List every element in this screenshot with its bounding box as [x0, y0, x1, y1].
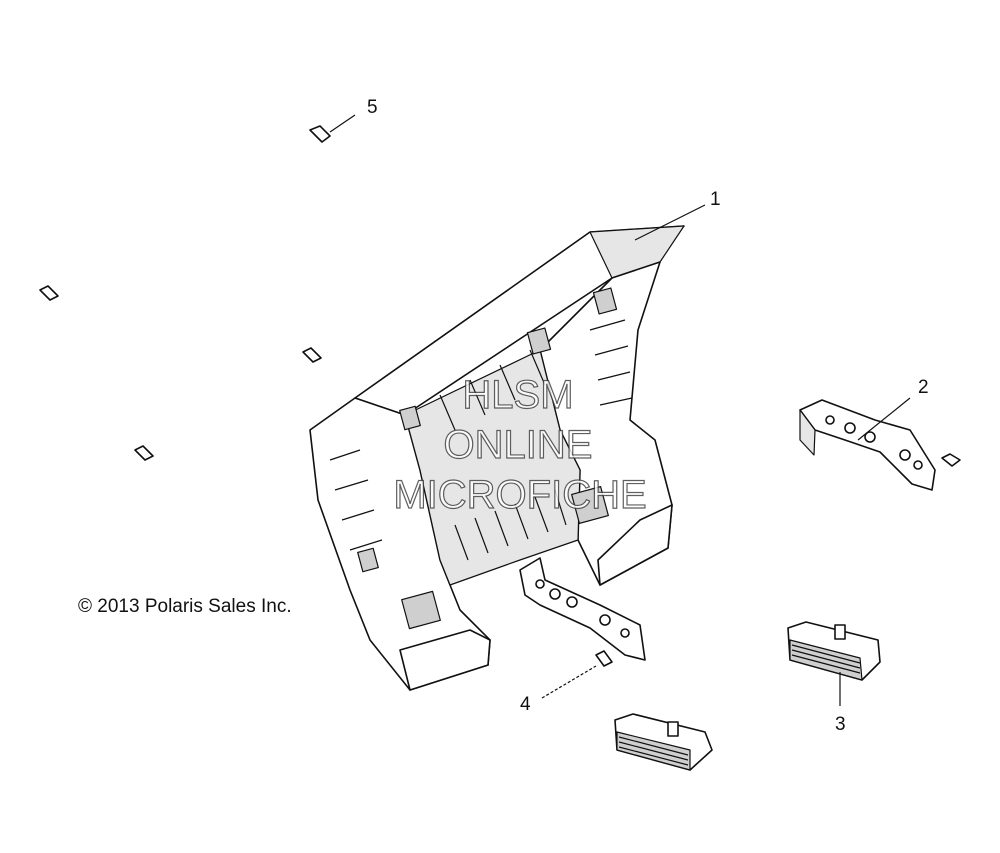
callout-5: 5: [367, 97, 378, 118]
leader-4: [541, 665, 597, 699]
watermark-line-1: HLSM: [462, 373, 573, 417]
leader-2: [857, 397, 911, 441]
leader-1: [634, 204, 706, 241]
bolt: [941, 453, 961, 467]
watermark-line-2: ONLINE: [444, 423, 593, 467]
callout-4: 4: [520, 694, 531, 715]
callout-1: 1: [710, 189, 721, 210]
step-pad-left: [614, 713, 713, 771]
watermark-line-3: MICROFICHE: [393, 473, 646, 517]
callout-3: 3: [835, 714, 846, 735]
bolt: [134, 445, 154, 461]
copyright-notice: © 2013 Polaris Sales Inc.: [78, 596, 292, 617]
bolt-4: [595, 650, 613, 667]
callout-2: 2: [918, 377, 929, 398]
bolt-5: [309, 125, 331, 143]
bolt: [39, 285, 59, 301]
bracket-right: [799, 399, 936, 491]
bolt: [302, 347, 322, 363]
bracket-center: [519, 557, 646, 661]
watermark: HLSM ONLINE MICROFICHE: [393, 372, 648, 517]
step-pad-right: [787, 621, 881, 681]
bumper-body: [309, 225, 685, 691]
leader-5: [329, 114, 356, 133]
